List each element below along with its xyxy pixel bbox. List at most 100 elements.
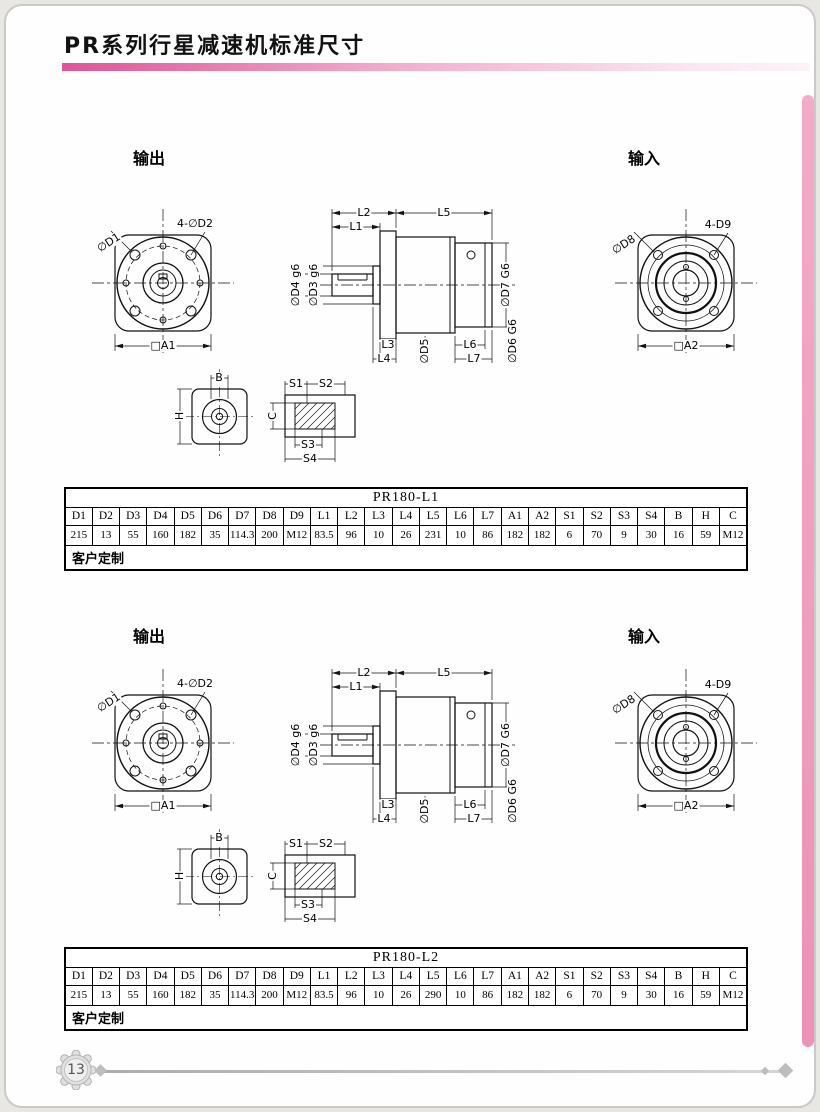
dim-label-d3: ∅D3 g6 [306,722,321,768]
cell-value: 182 [500,524,530,546]
column-header: D8 [255,966,284,986]
cell-value: 16 [664,524,693,546]
cell-value: 26 [391,984,420,1006]
column-header: L3 [364,506,393,526]
dim-label-s3: S3 [300,897,316,912]
cell-value: 70 [582,984,611,1006]
cell-value: 10 [446,524,475,546]
dim-label-4-d2: 4-∅D2 [175,216,215,231]
cell-value: M12 [718,524,748,546]
cell-value: 215 [64,524,93,546]
column-header: A1 [500,966,530,986]
cell-value: 86 [473,984,502,1006]
cell-value: 59 [691,984,720,1006]
input-label: 输入 [628,149,661,168]
cell-value: 160 [146,524,175,546]
cell-value: 55 [119,524,148,546]
custom-order-note: 客户定制 [64,1004,748,1030]
cell-value: 86 [473,524,502,546]
column-header: L6 [446,506,475,526]
footer-diamond-left [94,1064,107,1077]
column-header: B [664,966,693,986]
column-header: L2 [337,506,366,526]
dim-label-4-d9: 4-D9 [703,217,733,232]
dim-label-b: B [214,830,224,845]
column-header: L7 [473,966,502,986]
dim-label-h: H [172,870,187,882]
column-header: C [718,506,748,526]
cell-value: M12 [282,524,311,546]
cell-value: 182 [500,984,530,1006]
dim-label-l2: L2 [356,205,372,220]
cell-value: 231 [418,524,448,546]
column-header: C [718,966,748,986]
dim-label-l4: L4 [376,811,392,826]
column-header: D4 [146,966,175,986]
column-header: D7 [228,506,257,526]
dim-label-h: H [172,410,187,422]
dim-label-d6: ∅D6 G6 [505,317,520,365]
column-header: B [664,506,693,526]
cell-value: 35 [200,524,230,546]
cell-value: 13 [91,524,121,546]
cell-value: 59 [691,524,720,546]
cell-value: 70 [582,524,611,546]
dim-label-s2: S2 [318,376,334,391]
page-title: PR系列行星减速机标准尺寸 [64,34,366,59]
page-number: 13 [67,1062,85,1078]
page-number-gear-icon [55,1049,97,1091]
cell-value: 182 [528,524,557,546]
cell-value: 182 [173,524,202,546]
cell-value: 182 [528,984,557,1006]
cell-value: 6 [555,984,584,1006]
page-footer: 13 [0,1044,820,1104]
column-header: L5 [418,966,448,986]
dim-label-l5: L5 [436,665,452,680]
cell-value: 83.5 [309,524,339,546]
section-pr180-l2: 输出 输入 [0,595,820,1040]
cell-value: M12 [718,984,748,1006]
dim-label-l3: L3 [380,337,396,352]
column-header: D9 [282,966,311,986]
cell-value: 35 [200,984,230,1006]
dim-label-a1: □A1 [149,338,177,353]
cell-value: 182 [173,984,202,1006]
cell-value: 114.3 [228,524,257,546]
dim-label-l6: L6 [462,797,478,812]
dim-label-d5: ∅D5 [417,797,432,825]
dim-label-d4: ∅D4 g6 [288,262,303,308]
dim-label-a2: □A2 [672,798,700,813]
table-title: PR180-L2 [64,947,748,968]
cell-value: 200 [255,524,284,546]
dim-label-s1: S1 [288,376,304,391]
cell-value: 215 [64,984,93,1006]
column-header: L2 [337,966,366,986]
cell-value: 55 [119,984,148,1006]
custom-order-note: 客户定制 [64,544,748,570]
dim-label-d7: ∅D7 G6 [498,721,513,769]
column-header: S4 [637,966,666,986]
dim-label-d4: ∅D4 g6 [288,722,303,768]
dim-label-l7: L7 [466,351,482,366]
side-view-drawing [295,193,545,378]
dim-label-l1: L1 [348,679,364,694]
footer-line [100,1070,788,1073]
column-header: L1 [309,506,339,526]
dim-label-l2: L2 [356,665,372,680]
column-header: S4 [637,506,666,526]
column-header: D2 [91,506,121,526]
dim-label-l6: L6 [462,337,478,352]
cell-value: 290 [418,984,448,1006]
footer-diamond-small [760,1066,770,1076]
dim-label-d7: ∅D7 G6 [498,261,513,309]
column-header: S1 [555,506,584,526]
cell-value: 9 [609,984,639,1006]
cell-value: 114.3 [228,984,257,1006]
cell-value: 16 [664,984,693,1006]
column-header: D5 [173,966,202,986]
column-header: D8 [255,506,284,526]
column-header: S2 [582,506,611,526]
dim-label-l5: L5 [436,205,452,220]
input-label: 输入 [628,627,661,646]
